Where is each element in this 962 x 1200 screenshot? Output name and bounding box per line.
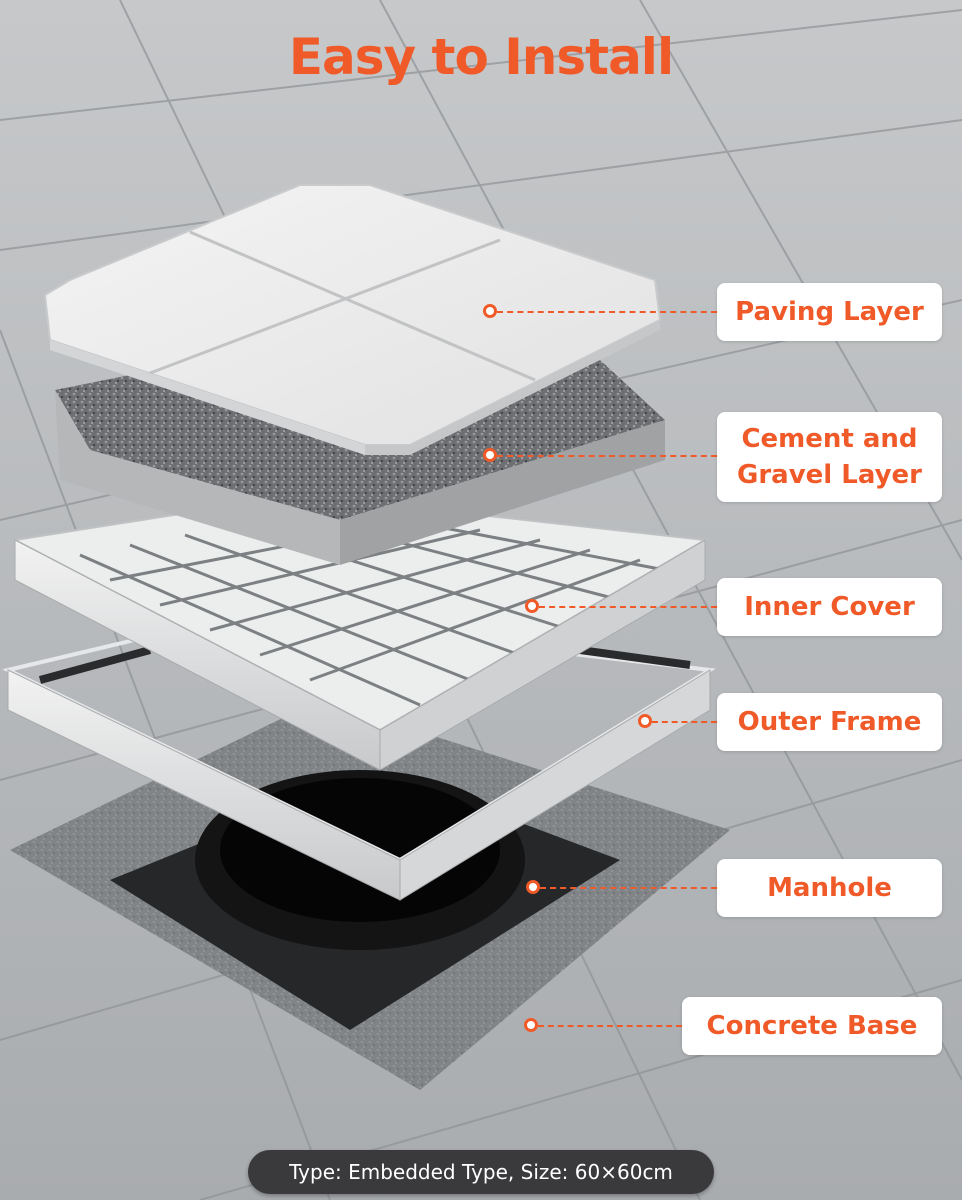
connector-line bbox=[538, 1025, 682, 1027]
connector-line bbox=[497, 455, 717, 457]
paving-layer-shape bbox=[43, 184, 662, 455]
marker-dot bbox=[638, 714, 652, 728]
marker-dot bbox=[526, 880, 540, 894]
connector-line bbox=[540, 887, 717, 889]
label-manhole: Manhole bbox=[717, 859, 942, 917]
marker-dot bbox=[525, 599, 539, 613]
label-concrete-base: Concrete Base bbox=[682, 997, 942, 1055]
marker-dot bbox=[483, 304, 497, 318]
label-text: Manhole bbox=[767, 873, 892, 903]
label-text: Inner Cover bbox=[744, 592, 915, 622]
label-outer-frame: Outer Frame bbox=[717, 693, 942, 751]
label-paving-layer: Paving Layer bbox=[717, 283, 942, 341]
label-text: Cement and Gravel Layer bbox=[737, 424, 922, 490]
spec-caption: Type: Embedded Type, Size: 60×60cm bbox=[248, 1150, 714, 1194]
label-inner-cover: Inner Cover bbox=[717, 578, 942, 636]
label-text: Concrete Base bbox=[706, 1011, 918, 1041]
label-text: Paving Layer bbox=[735, 297, 924, 327]
marker-dot bbox=[524, 1018, 538, 1032]
label-cement-gravel-layer: Cement and Gravel Layer bbox=[717, 412, 942, 502]
connector-line bbox=[652, 721, 717, 723]
page-title: Easy to Install bbox=[288, 28, 674, 86]
outer-frame-shape bbox=[2, 612, 716, 901]
connector-line bbox=[539, 606, 717, 608]
label-text: Outer Frame bbox=[737, 707, 922, 737]
connector-line bbox=[497, 311, 717, 313]
inner-cover-shape bbox=[11, 493, 709, 771]
marker-dot bbox=[483, 448, 497, 462]
